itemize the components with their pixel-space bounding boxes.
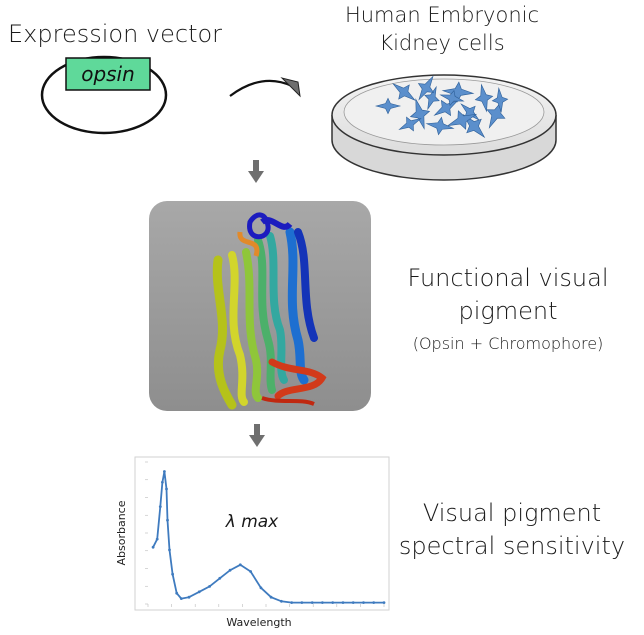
chart-x-axis-label: Wavelength xyxy=(226,616,291,629)
absorbance-point xyxy=(372,601,376,604)
absorbance-point xyxy=(179,597,183,600)
absorbance-point xyxy=(341,601,345,604)
pigment-title-line1: Functional visual xyxy=(407,264,608,292)
transfection-arrow xyxy=(229,79,293,97)
cells-title-line2: Kidney cells xyxy=(379,31,504,55)
absorbance-point xyxy=(228,568,232,572)
hek-cell xyxy=(398,116,422,132)
absorbance-point xyxy=(187,595,191,599)
absorbance-point xyxy=(165,487,168,491)
lambda-max-annotation: λ max xyxy=(225,512,279,532)
absorbance-point xyxy=(163,470,166,473)
hek-cell xyxy=(462,113,486,139)
transfection-arrow-head xyxy=(280,77,301,98)
sensitivity-title-line1: Visual pigment xyxy=(423,499,601,527)
opsin-gene-label: opsin xyxy=(81,62,135,86)
absorbance-point xyxy=(155,537,159,541)
absorbance-point xyxy=(290,601,294,604)
absorbance-point xyxy=(300,601,304,604)
plasmid-ring xyxy=(40,55,168,135)
hek-cell xyxy=(425,116,455,136)
hek-cell xyxy=(392,83,416,101)
pigment-title-line2: pigment xyxy=(458,297,557,325)
cell-cluster xyxy=(374,75,509,139)
hek-cell xyxy=(424,85,440,111)
chart-y-axis-label: Absorbance xyxy=(115,500,128,565)
down-arrow-1 xyxy=(248,160,264,183)
absorbance-point xyxy=(175,591,179,595)
hek-cell xyxy=(474,83,494,113)
absorbance-point xyxy=(321,601,324,604)
opsin-protein-structure xyxy=(212,212,327,410)
absorbance-point xyxy=(249,570,253,573)
absorbance-point xyxy=(331,601,335,604)
absorbance-point xyxy=(161,480,164,484)
absorbance-point xyxy=(158,505,162,508)
sensitivity-title-line2: spectral sensitivity xyxy=(399,532,625,560)
hek-cell xyxy=(439,89,465,107)
absorbance-point xyxy=(269,595,273,599)
absorbance-point xyxy=(280,599,283,603)
down-arrow-2 xyxy=(249,424,265,447)
absorbance-point xyxy=(218,576,222,580)
absorbance-point xyxy=(166,518,169,522)
chart-frame xyxy=(134,456,390,611)
vector-title: Expression vector xyxy=(8,20,222,48)
pigment-subtitle: (Opsin + Chromophore) xyxy=(413,334,604,353)
hek-cell xyxy=(446,110,478,130)
absorbance-point xyxy=(168,548,171,552)
hek-cell xyxy=(417,75,435,101)
hek-cell xyxy=(433,99,459,117)
absorbance-point xyxy=(310,601,314,604)
opsin-gene-box xyxy=(65,57,151,91)
absorbance-point xyxy=(171,572,175,576)
absorbance-point xyxy=(208,585,212,588)
absorbance-point xyxy=(197,590,201,594)
absorbance-point xyxy=(238,563,242,567)
absorbance-point xyxy=(382,601,386,604)
absorbance-point xyxy=(259,586,263,590)
absorbance-point xyxy=(362,601,365,604)
absorbance-points xyxy=(151,470,386,604)
absorbance-point xyxy=(351,601,355,604)
absorbance-point xyxy=(151,545,155,549)
petri-dish xyxy=(331,74,557,181)
hek-cell xyxy=(374,97,402,115)
hek-cell xyxy=(409,98,431,130)
cells-title-line1: Human Embryonic xyxy=(345,3,539,27)
chart-ticks xyxy=(145,461,385,607)
hek-cell xyxy=(491,86,509,114)
